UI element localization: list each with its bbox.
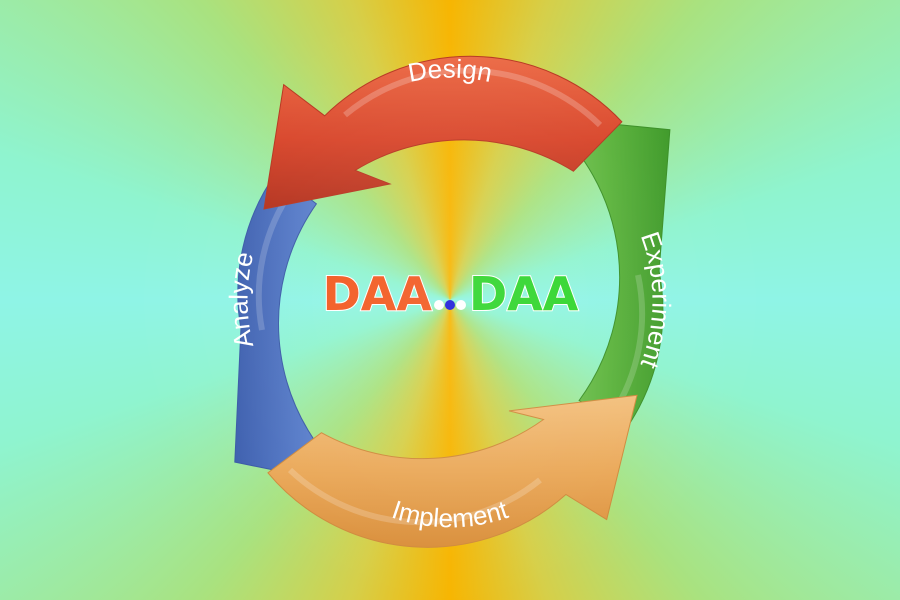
implement-arrow xyxy=(267,394,638,548)
center-dot xyxy=(456,300,466,310)
center-dot xyxy=(445,300,455,310)
center-dot xyxy=(434,300,444,310)
design-label: Design xyxy=(406,54,495,88)
center-logo: DAA DAA xyxy=(322,266,580,322)
design-arrow xyxy=(263,55,623,210)
center-left-text: DAA xyxy=(323,267,433,321)
center-right-text: DAA xyxy=(469,267,579,321)
